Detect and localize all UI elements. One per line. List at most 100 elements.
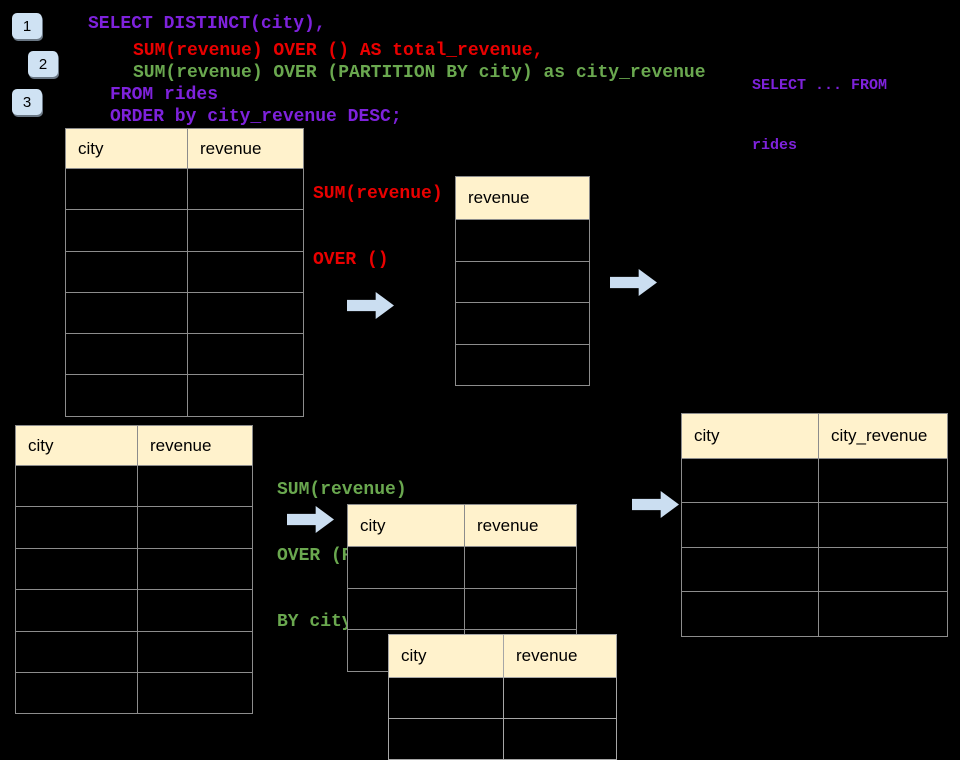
sql-line-total-sum: SUM(revenue) OVER () AS total_revenue, <box>133 41 544 61</box>
empty-cell <box>348 589 464 630</box>
sql-line-partition-sum: SUM(revenue) OVER (PARTITION BY city) as… <box>133 63 706 83</box>
empty-cell <box>137 631 252 672</box>
empty-cell <box>16 549 137 589</box>
table-row <box>389 677 616 718</box>
annotation-total-revenue: SUM(revenue) OVER () <box>313 139 443 293</box>
column-header-revenue: revenue <box>468 188 530 207</box>
table-row <box>16 547 252 590</box>
step-badge-2: 2 <box>28 51 58 77</box>
empty-cell <box>464 547 576 588</box>
empty-cell <box>389 678 503 718</box>
table-header-row: city revenue <box>389 635 616 677</box>
empty-cell <box>16 466 137 506</box>
empty-cell <box>187 375 303 416</box>
table-header-row: city city_revenue <box>682 414 947 458</box>
empty-cell <box>464 588 576 630</box>
column-header-city: city <box>28 435 54 455</box>
empty-cell <box>137 590 252 631</box>
empty-cell <box>187 210 303 251</box>
table-row <box>66 250 303 292</box>
empty-cell <box>137 466 252 507</box>
table-header-row: city revenue <box>66 129 303 168</box>
empty-cell <box>66 293 187 333</box>
column-header-city: city <box>78 138 104 158</box>
side-note-line2: rides <box>752 137 798 154</box>
table-row <box>682 502 947 547</box>
flow-arrow-partition-to-result <box>632 491 679 518</box>
empty-cell <box>16 507 137 547</box>
table-total-revenue: revenue <box>455 176 590 386</box>
column-header-city: city <box>694 426 720 445</box>
empty-cell <box>16 632 137 672</box>
column-header-revenue: revenue <box>137 426 252 465</box>
column-header-city: city <box>360 515 386 535</box>
table-row <box>682 546 947 592</box>
table-row <box>456 302 589 344</box>
empty-cell <box>682 592 818 635</box>
empty-cell <box>503 719 616 759</box>
side-note-select-from: SELECT ... FROM rides <box>752 36 887 176</box>
table-header-row: revenue <box>456 177 589 219</box>
empty-cell <box>682 459 818 502</box>
column-header-city: city <box>401 646 427 665</box>
table-row <box>16 506 252 548</box>
column-header-revenue: revenue <box>187 129 303 168</box>
table-row <box>348 546 576 588</box>
empty-cell <box>16 590 137 630</box>
column-header-revenue: revenue <box>503 635 616 677</box>
step-badge-1: 1 <box>12 13 42 39</box>
table-row <box>66 168 303 210</box>
empty-cell <box>66 252 187 292</box>
column-header-revenue: revenue <box>464 505 576 546</box>
empty-cell <box>137 507 252 548</box>
empty-cell <box>187 334 303 375</box>
empty-cell <box>389 719 503 759</box>
table-row <box>682 458 947 503</box>
table-header-row: city revenue <box>16 426 252 465</box>
table-row <box>456 219 589 261</box>
empty-cell <box>503 678 616 718</box>
empty-cell <box>682 548 818 591</box>
sql-line-select: SELECT DISTINCT(city), <box>88 14 326 34</box>
table-source-rides-bottom: city revenue <box>15 425 253 715</box>
empty-cell <box>66 375 187 415</box>
table-row <box>16 589 252 631</box>
flow-arrow-total-out <box>610 269 657 296</box>
sql-line-order-by: ORDER by city_revenue DESC; <box>110 107 402 127</box>
empty-cell <box>187 169 303 210</box>
empty-cell <box>348 547 464 588</box>
table-header-row: city revenue <box>348 505 576 546</box>
empty-cell <box>137 672 252 714</box>
table-row <box>389 718 616 759</box>
table-row <box>66 291 303 334</box>
table-row <box>456 343 589 386</box>
table-row <box>456 260 589 303</box>
empty-cell <box>66 334 187 374</box>
empty-cell <box>456 345 589 386</box>
empty-cell <box>16 673 137 713</box>
empty-cell <box>66 210 187 250</box>
table-row <box>16 630 252 672</box>
empty-cell <box>187 251 303 292</box>
empty-cell <box>682 503 818 546</box>
annotation-total-line2: OVER () <box>313 250 389 270</box>
table-row <box>16 671 252 714</box>
step-badge-3: 3 <box>12 89 42 115</box>
empty-cell <box>456 262 589 303</box>
annotation-partition-line1: SUM(revenue) <box>277 480 407 500</box>
table-row <box>66 209 303 251</box>
table-source-rides-top: city revenue <box>65 128 304 417</box>
empty-cell <box>818 592 947 636</box>
sql-line-from: FROM rides <box>110 85 219 105</box>
table-row <box>66 374 303 416</box>
column-header-city_revenue: city_revenue <box>818 414 947 458</box>
table-city-revenue-result: city city_revenue <box>681 413 948 637</box>
empty-cell <box>456 220 589 261</box>
empty-cell <box>456 303 589 344</box>
annotation-total-line1: SUM(revenue) <box>313 184 443 204</box>
empty-cell <box>187 292 303 334</box>
empty-cell <box>818 503 947 547</box>
empty-cell <box>66 169 187 209</box>
empty-cell <box>818 547 947 592</box>
table-row <box>16 465 252 507</box>
